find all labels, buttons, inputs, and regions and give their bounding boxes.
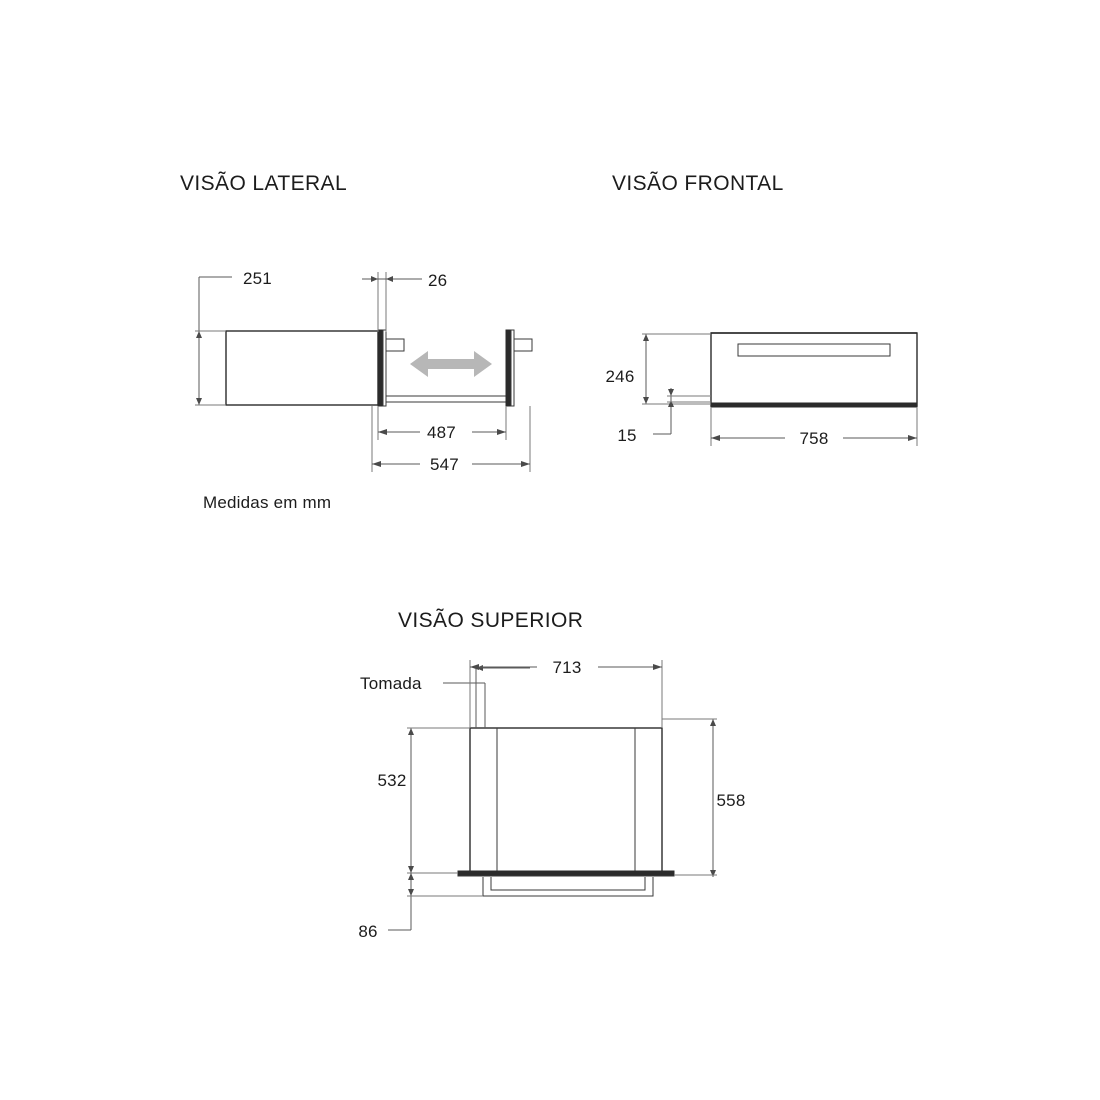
dimension-superior-86-label: 86 (358, 922, 377, 941)
dimension-lateral-547-label: 547 (430, 455, 459, 474)
dimension-lateral-251-label: 251 (243, 269, 272, 288)
superior-front-edge (457, 870, 675, 877)
slide-direction-arrow-icon (410, 351, 492, 377)
dimension-frontal-246: 246 (606, 333, 711, 405)
dimension-superior-86: 86 (358, 873, 483, 941)
frontal-view-title: VISÃO FRONTAL (612, 171, 784, 195)
superior-view-group: Tomada 713 (358, 658, 745, 941)
dimension-frontal-15-label: 15 (617, 426, 636, 445)
dimension-frontal-758: 758 (710, 407, 918, 448)
dimension-lateral-26-label: 26 (428, 271, 447, 290)
dimension-superior-713-label: 713 (553, 658, 582, 677)
dimension-lateral-251: 251 (195, 269, 272, 406)
outlet-callout: Tomada (360, 665, 530, 728)
superior-body (469, 727, 663, 874)
lateral-slide-rail (385, 395, 509, 403)
outlet-callout-label: Tomada (360, 674, 422, 693)
dimension-superior-532: 532 (378, 727, 470, 874)
superior-handle-inner (490, 877, 646, 891)
frontal-handle-slot (737, 343, 891, 357)
lateral-view-title: VISÃO LATERAL (180, 171, 347, 195)
dimension-lateral-547: 547 (371, 406, 531, 474)
lateral-view-group: 251 26 (195, 269, 533, 512)
lateral-front-panel-edge (382, 329, 387, 407)
lateral-rail-end-edge (510, 329, 515, 407)
superior-view-title: VISÃO SUPERIOR (398, 608, 583, 632)
dimension-superior-558-label: 558 (717, 791, 746, 810)
dimension-superior-558: 558 (662, 718, 746, 877)
frontal-base-edge (710, 402, 918, 408)
dimension-superior-713: 713 (469, 658, 663, 728)
lateral-cabinet-body (225, 330, 379, 406)
dimension-frontal-15: 15 (617, 388, 711, 445)
superior-handle-outer (482, 877, 654, 897)
units-note: Medidas em mm (203, 493, 331, 512)
lateral-rail-end-panel (505, 329, 512, 407)
dimension-superior-532-label: 532 (378, 771, 407, 790)
frontal-view-group: 246 15 758 (606, 332, 918, 448)
lateral-front-panel (377, 329, 384, 407)
lateral-front-top-tab (385, 338, 405, 352)
dimension-lateral-487-label: 487 (427, 423, 456, 442)
dimension-frontal-246-label: 246 (606, 367, 635, 386)
dimension-lateral-487: 487 (377, 406, 507, 442)
dimension-lateral-26: 26 (362, 271, 447, 332)
lateral-rail-end-tab (513, 338, 533, 352)
dimension-frontal-758-label: 758 (800, 429, 829, 448)
